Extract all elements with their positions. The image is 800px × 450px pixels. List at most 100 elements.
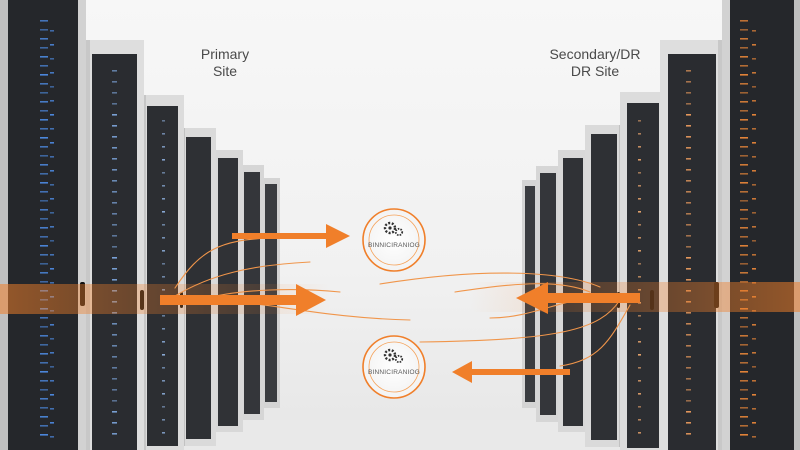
server-led bbox=[40, 20, 48, 22]
server-led bbox=[40, 173, 48, 175]
server-led bbox=[740, 245, 748, 247]
server-led bbox=[638, 432, 641, 434]
server-led bbox=[686, 345, 691, 347]
server-led bbox=[752, 422, 756, 424]
primary-site-label-line-2: Site bbox=[212, 63, 238, 79]
server-led bbox=[752, 268, 756, 270]
server-led bbox=[752, 324, 756, 326]
server-led bbox=[740, 164, 748, 166]
server-led bbox=[112, 147, 117, 149]
server-led bbox=[752, 198, 756, 200]
server-led bbox=[50, 422, 54, 424]
server-led bbox=[50, 184, 54, 186]
server-led-lights-blue bbox=[40, 20, 165, 438]
server-led bbox=[752, 184, 756, 186]
server-led bbox=[40, 182, 48, 184]
server-led bbox=[638, 354, 641, 356]
server-led bbox=[162, 224, 165, 226]
sync-arrow-main-left bbox=[516, 282, 640, 314]
server-led bbox=[752, 352, 756, 354]
server-led bbox=[752, 240, 756, 242]
badge-text-top: BINNICIRANIOG bbox=[368, 242, 420, 249]
server-led bbox=[638, 276, 641, 278]
server-led bbox=[40, 164, 48, 166]
server-led bbox=[686, 246, 691, 248]
server-led bbox=[112, 81, 117, 83]
server-led bbox=[40, 227, 48, 229]
secondary-site-label: Secondary/DR DR Site bbox=[530, 46, 660, 80]
server-led bbox=[740, 389, 748, 391]
server-led bbox=[686, 191, 691, 193]
server-led bbox=[740, 317, 748, 319]
server-led bbox=[40, 65, 48, 67]
server-led bbox=[162, 393, 165, 395]
server-led bbox=[638, 133, 641, 135]
server-led bbox=[740, 74, 748, 76]
server-led bbox=[50, 268, 54, 270]
server-led bbox=[112, 257, 117, 259]
server-led bbox=[686, 92, 691, 94]
server-led bbox=[686, 224, 691, 226]
server-led bbox=[638, 328, 641, 330]
sync-arrow-upper-right bbox=[232, 224, 350, 248]
server-led bbox=[40, 272, 48, 274]
server-led bbox=[162, 159, 165, 161]
server-led bbox=[740, 173, 748, 175]
gears-icon bbox=[383, 221, 404, 237]
server-led bbox=[112, 92, 117, 94]
server-led bbox=[40, 110, 48, 112]
server-led bbox=[162, 120, 165, 122]
server-led bbox=[686, 202, 691, 204]
replication-badge-bottom: BINNICIRANIOG bbox=[362, 335, 426, 399]
server-led bbox=[686, 433, 691, 435]
server-led bbox=[40, 371, 48, 373]
server-led bbox=[740, 371, 748, 373]
server-led bbox=[162, 419, 165, 421]
server-led bbox=[740, 29, 748, 31]
server-led bbox=[40, 155, 48, 157]
server-led bbox=[40, 335, 48, 337]
server-led bbox=[50, 240, 54, 242]
server-led bbox=[686, 180, 691, 182]
server-led bbox=[740, 191, 748, 193]
server-led bbox=[752, 30, 756, 32]
server-led bbox=[162, 432, 165, 434]
server-led bbox=[686, 213, 691, 215]
server-led bbox=[162, 328, 165, 330]
server-led bbox=[40, 263, 48, 265]
server-led bbox=[638, 146, 641, 148]
server-led bbox=[112, 279, 117, 281]
server-led bbox=[40, 191, 48, 193]
server-led bbox=[752, 58, 756, 60]
server-led bbox=[740, 398, 748, 400]
server-led bbox=[162, 406, 165, 408]
server-led bbox=[740, 281, 748, 283]
server-led bbox=[40, 218, 48, 220]
server-led bbox=[112, 114, 117, 116]
server-led bbox=[50, 30, 54, 32]
server-led bbox=[112, 235, 117, 237]
server-led bbox=[740, 344, 748, 346]
server-led bbox=[752, 394, 756, 396]
server-led bbox=[686, 169, 691, 171]
server-led bbox=[752, 366, 756, 368]
server-led bbox=[40, 326, 48, 328]
secondary-site-label-line-2: DR Site bbox=[570, 63, 620, 79]
server-led bbox=[686, 235, 691, 237]
server-led bbox=[740, 380, 748, 382]
server-led bbox=[740, 218, 748, 220]
server-led bbox=[752, 86, 756, 88]
server-led bbox=[740, 182, 748, 184]
server-led bbox=[686, 158, 691, 160]
server-led bbox=[112, 378, 117, 380]
server-led bbox=[740, 83, 748, 85]
server-led bbox=[40, 380, 48, 382]
server-led bbox=[740, 425, 748, 427]
server-led bbox=[740, 56, 748, 58]
server-led bbox=[50, 198, 54, 200]
server-led bbox=[112, 356, 117, 358]
server-led bbox=[112, 103, 117, 105]
server-led bbox=[162, 263, 165, 265]
server-led bbox=[740, 353, 748, 355]
server-led bbox=[40, 245, 48, 247]
